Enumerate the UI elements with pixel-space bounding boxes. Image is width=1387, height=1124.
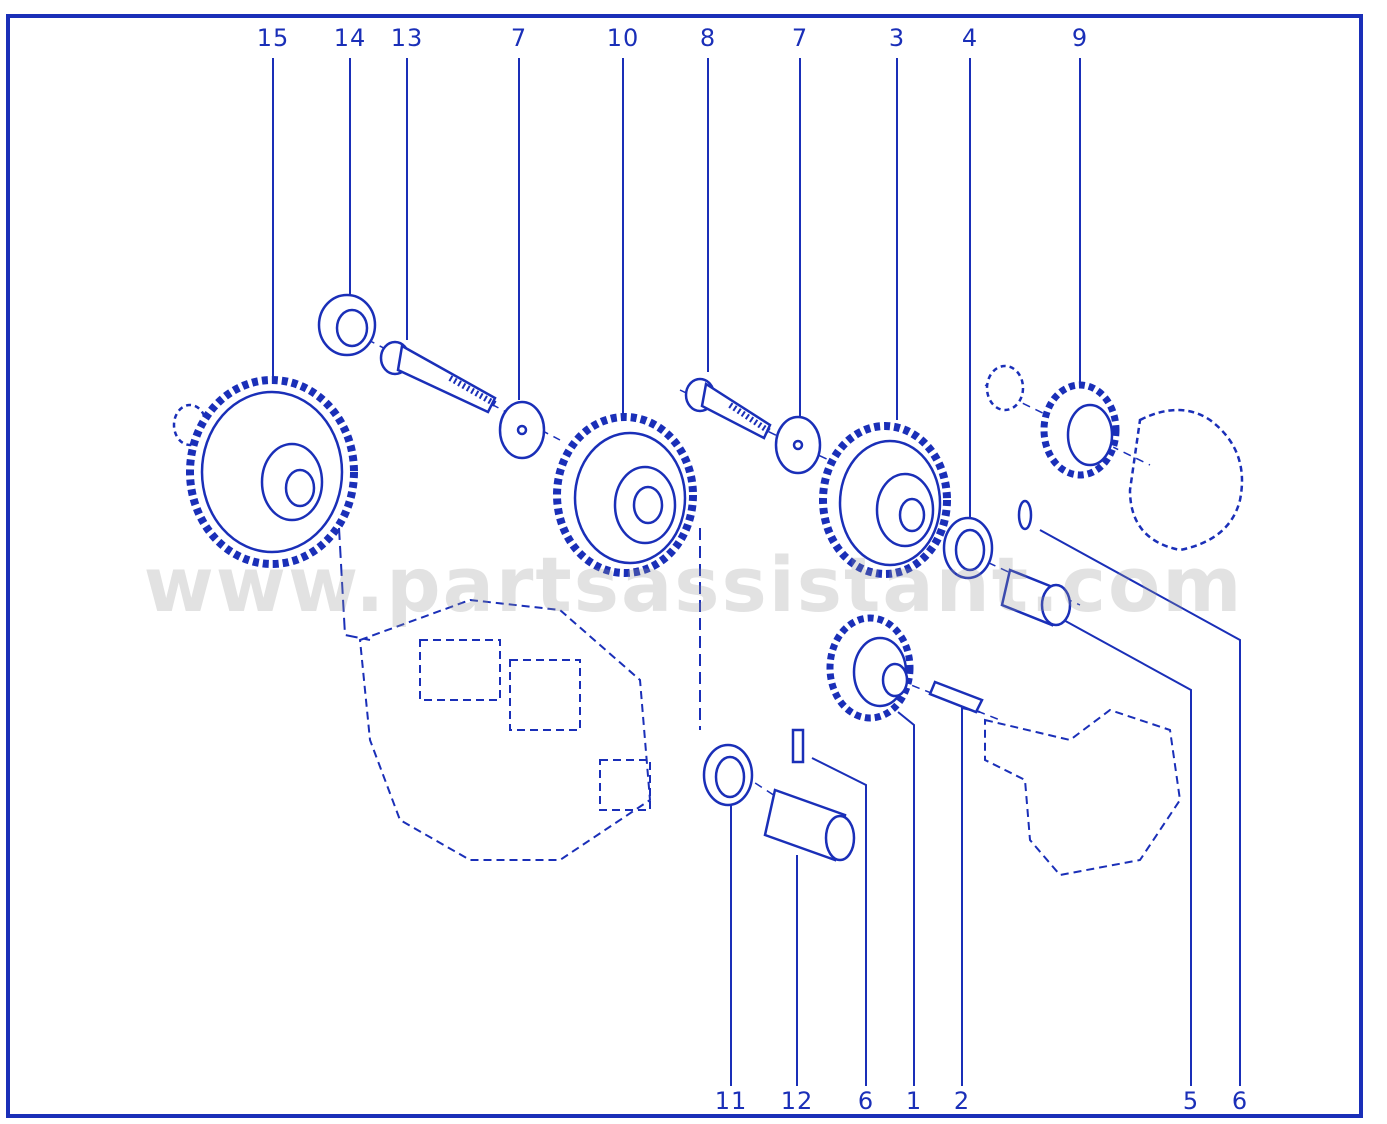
sleeve-12 xyxy=(763,728,856,862)
bolt-8 xyxy=(684,377,772,440)
callout-13: 13 xyxy=(390,24,424,52)
seal-14 xyxy=(317,293,377,357)
callout-7-right: 7 xyxy=(791,24,809,52)
callout-1: 1 xyxy=(905,1087,923,1115)
callout-11: 11 xyxy=(714,1087,748,1115)
callout-4: 4 xyxy=(961,24,979,52)
gear-10 xyxy=(553,413,697,577)
callout-3: 3 xyxy=(888,24,906,52)
callout-12: 12 xyxy=(780,1087,814,1115)
callout-9: 9 xyxy=(1071,24,1089,52)
callout-6-left: 6 xyxy=(857,1087,875,1115)
washer-7-left xyxy=(498,400,546,460)
gear-3 xyxy=(819,422,951,578)
callout-5: 5 xyxy=(1182,1087,1200,1115)
callout-8: 8 xyxy=(699,24,717,52)
diagram-border xyxy=(6,14,1363,1118)
callout-7-left: 7 xyxy=(510,24,528,52)
key-2 xyxy=(928,680,984,714)
sleeve-5 xyxy=(1000,499,1072,627)
callout-14: 14 xyxy=(333,24,367,52)
gear-1 xyxy=(826,614,914,722)
bolt-13 xyxy=(379,340,497,414)
callout-2: 2 xyxy=(953,1087,971,1115)
gear-15 xyxy=(172,376,358,568)
callout-10: 10 xyxy=(606,24,640,52)
crankshaft-outline xyxy=(984,708,1182,877)
washer-7-right xyxy=(774,415,822,475)
callout-6-right: 6 xyxy=(1231,1087,1249,1115)
gear-9 xyxy=(985,364,1244,552)
leader-lines xyxy=(272,58,1241,1086)
callout-15: 15 xyxy=(256,24,290,52)
seal-11 xyxy=(702,743,754,807)
seal-4 xyxy=(942,516,994,580)
injection-pump-outline xyxy=(358,598,652,861)
